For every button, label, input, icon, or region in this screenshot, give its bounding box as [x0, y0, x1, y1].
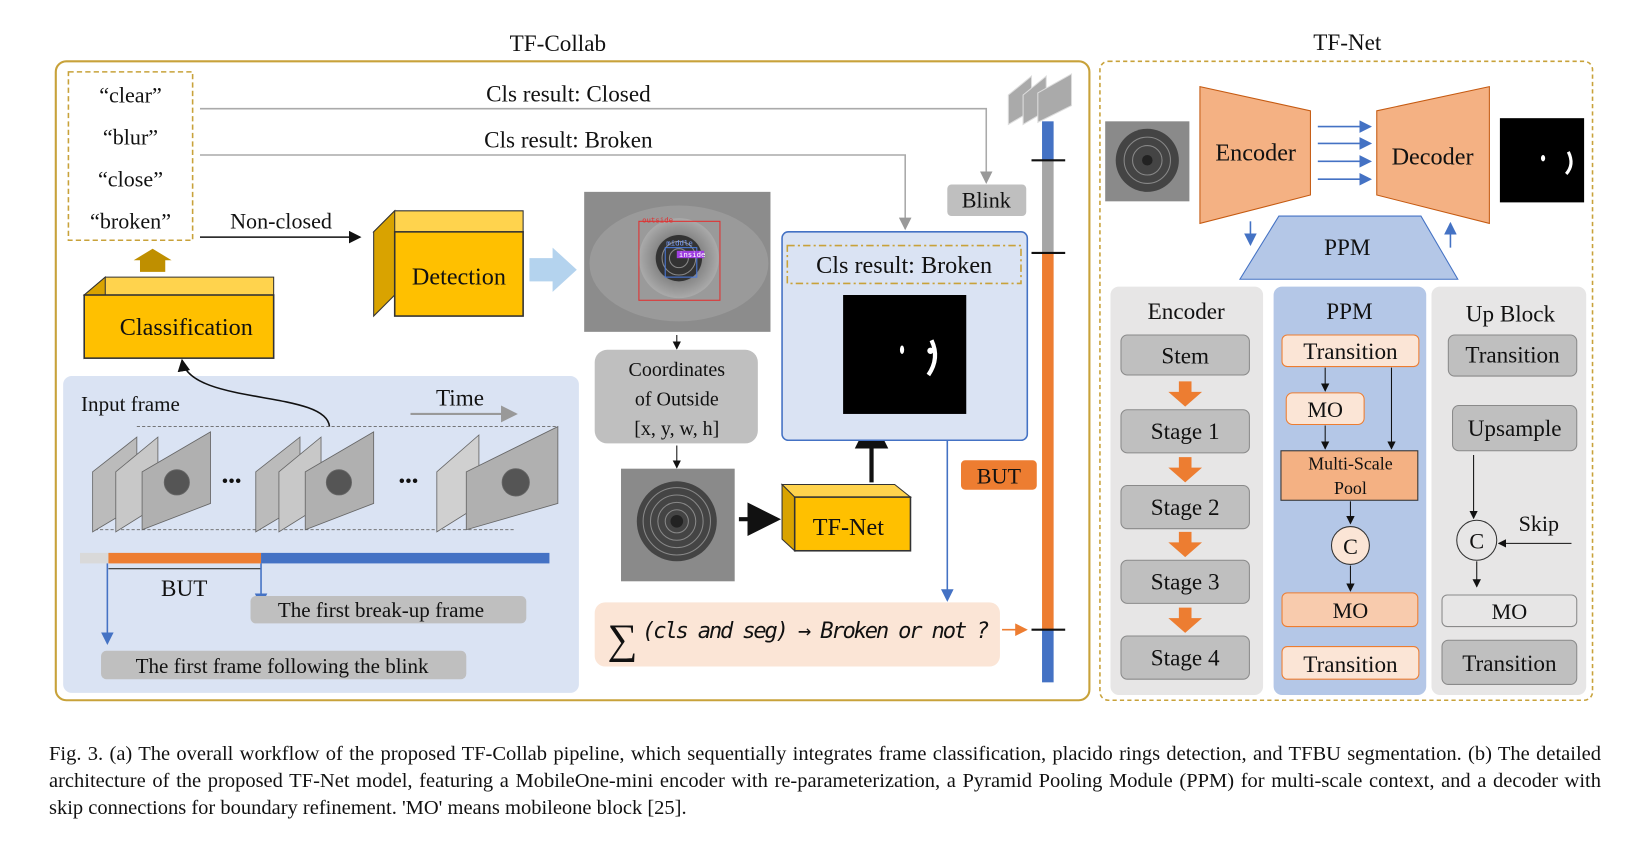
- ppm-mo-label: MO: [1307, 397, 1343, 422]
- tag-outside: outside: [642, 215, 673, 224]
- encoder-trapezoid: [1199, 85, 1311, 225]
- tag-middle: middle: [666, 239, 693, 248]
- skip-arrows: [1317, 120, 1373, 186]
- decoder-label: Decoder: [1392, 143, 1474, 170]
- input-eye-image: [1105, 121, 1190, 202]
- stage2-label: Stage 2: [1151, 495, 1220, 521]
- cropped-eye-image: [621, 468, 735, 582]
- encoder-stages: Stem Stage 1 Stage 2 Stage 3 Stage 4: [1120, 334, 1250, 680]
- closed-arrow: [199, 107, 993, 184]
- coordinates-line3: [x, y, w, h]: [634, 418, 719, 440]
- label-broken: “broken”: [90, 209, 171, 234]
- label-close: “close”: [98, 167, 163, 192]
- first-after-blink-label: The first frame following the blink: [136, 654, 429, 678]
- input-frame-panel: [63, 376, 579, 693]
- skip-label: Skip: [1519, 511, 1560, 536]
- but-tag: [960, 460, 1037, 490]
- up-transition2: [1441, 639, 1578, 685]
- output-mask-image: [1499, 118, 1585, 203]
- first-breakup-box: [250, 596, 527, 624]
- first-breakup-label: The first break-up frame: [278, 598, 484, 622]
- encoder-column-title: Encoder: [1148, 299, 1225, 325]
- formula-text: (cls and seg) → Broken or not ?: [642, 618, 989, 644]
- ppm-mo2: [1281, 592, 1419, 628]
- ppm-mo: [1285, 392, 1365, 425]
- diagram: TF-Collab TF-Net “clear” “blur” “close” …: [54, 30, 1594, 702]
- frame-stacks: [92, 425, 559, 533]
- ppm-column-title: PPM: [1326, 299, 1372, 325]
- up-arrow-icon: [133, 248, 172, 272]
- ppm-mo2-label: MO: [1333, 598, 1369, 623]
- ellipsis: •••: [398, 472, 418, 493]
- blink-box: [947, 184, 1027, 217]
- cls-result-dashed: [786, 244, 1022, 285]
- label-clear: “clear”: [99, 82, 162, 107]
- pool-label-2: Pool: [1334, 478, 1367, 498]
- cls-broken-label: Cls result: Broken: [484, 128, 653, 154]
- cls-closed-label: Cls result: Closed: [486, 81, 651, 107]
- ppm-transition: [1281, 334, 1420, 368]
- classification-label: Classification: [120, 314, 253, 341]
- multi-scale-pool: [1280, 450, 1419, 501]
- tf-collab-title: TF-Collab: [510, 31, 606, 57]
- stem-label: Stem: [1161, 343, 1209, 369]
- up-concat: [1456, 519, 1498, 561]
- horizontal-timeline: [79, 552, 550, 570]
- label-blur: “blur”: [103, 124, 158, 149]
- stage1-label: Stage 1: [1151, 419, 1220, 445]
- cls-result-box-label: Cls result: Broken: [816, 252, 992, 279]
- ellipsis: •••: [222, 472, 242, 493]
- decoder-trapezoid: [1376, 85, 1490, 225]
- but-label: BUT: [161, 576, 207, 602]
- blink-label: Blink: [962, 188, 1012, 213]
- sigma-symbol: ∑: [607, 616, 637, 663]
- tfnet-block: TF-Net: [780, 483, 912, 552]
- coordinates-line2: of Outside: [635, 389, 719, 411]
- up-transition-label: Transition: [1465, 342, 1560, 368]
- ppm-label: PPM: [1324, 235, 1370, 261]
- up-mo: [1441, 594, 1578, 628]
- up-block-column: [1431, 286, 1587, 695]
- tf-net-title: TF-Net: [1313, 30, 1382, 56]
- ppm-transition2: [1281, 646, 1420, 680]
- detection-eye-image: outside middle inside: [584, 191, 771, 332]
- stage4-label: Stage 4: [1151, 646, 1220, 672]
- up-concat-label: C: [1469, 529, 1484, 554]
- broken-arrow: [199, 154, 912, 231]
- flow-arrow-icon: [529, 247, 577, 292]
- up-transition: [1447, 334, 1578, 377]
- upsample-label: Upsample: [1468, 416, 1562, 442]
- but-tag-label: BUT: [977, 463, 1022, 488]
- tag-inside: inside: [679, 250, 706, 259]
- figure-caption: Fig. 3. (a) The overall workflow of the …: [49, 743, 1601, 819]
- non-closed-label: Non-closed: [230, 209, 332, 234]
- time-label: Time: [436, 386, 484, 412]
- ppm-transition-label: Transition: [1303, 339, 1398, 365]
- ppm-transition2-label: Transition: [1303, 652, 1398, 678]
- ppm-concat: [1330, 526, 1370, 565]
- tfnet-label: TF-Net: [813, 514, 884, 541]
- stage3-label: Stage 3: [1151, 570, 1220, 596]
- formula-box: [594, 602, 1000, 667]
- coordinates-box: [594, 349, 758, 444]
- up-mo-label: MO: [1492, 599, 1528, 624]
- encoder-label: Encoder: [1215, 139, 1296, 166]
- upsample: [1452, 404, 1578, 452]
- detection-label: Detection: [412, 263, 506, 290]
- classification-block: Classification: [82, 275, 275, 360]
- ppm-trapezoid: [1238, 215, 1459, 280]
- frame-to-classification-arrow: [177, 358, 331, 427]
- up-block-title: Up Block: [1466, 301, 1556, 327]
- class-labels-box: [67, 71, 194, 242]
- coordinates-line1: Coordinates: [629, 359, 726, 381]
- pool-label-1: Multi-Scale: [1308, 454, 1392, 474]
- segmentation-mask-image: [843, 295, 967, 414]
- up-transition2-label: Transition: [1462, 651, 1557, 677]
- detection-block: Detection: [372, 209, 524, 318]
- input-frame-label: Input frame: [81, 392, 180, 416]
- first-after-blink-box: [101, 650, 467, 680]
- vertical-timeline: [1007, 73, 1073, 683]
- ppm-concat-label: C: [1343, 534, 1358, 559]
